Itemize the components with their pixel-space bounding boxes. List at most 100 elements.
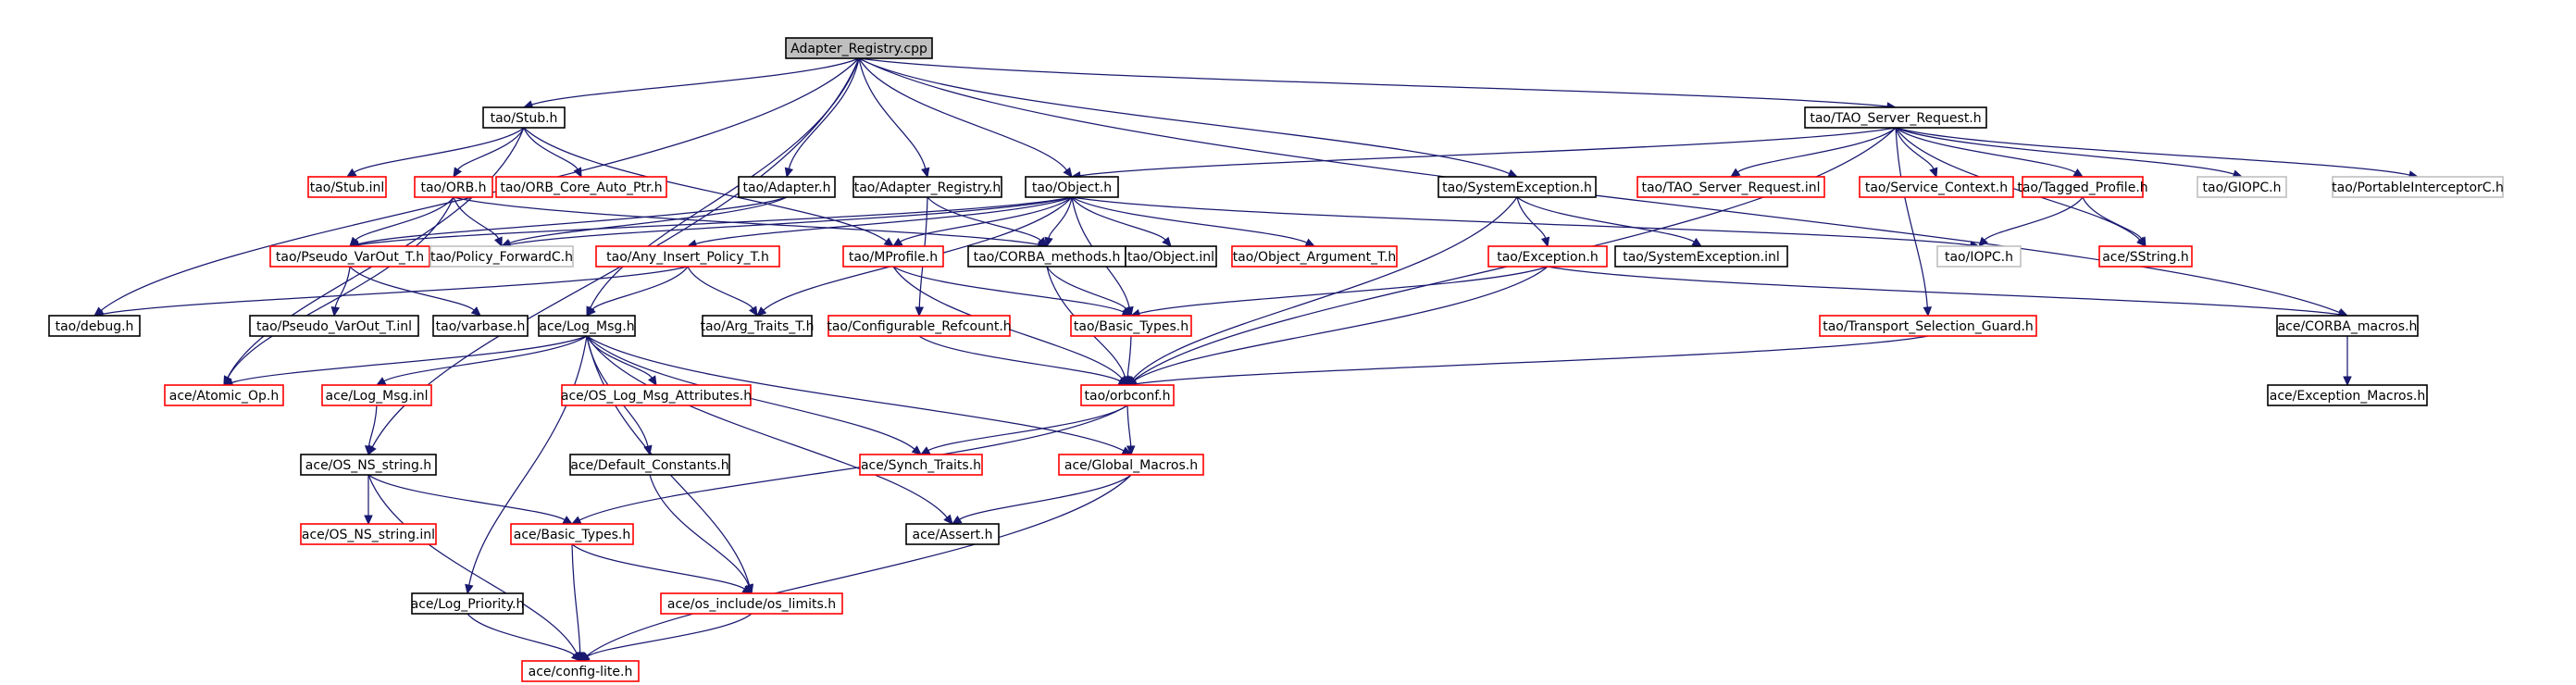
node-corbameth[interactable]: tao/CORBA_methods.h — [967, 245, 1126, 268]
node-label: tao/Adapter_Registry.h — [854, 181, 1002, 195]
node-pvarout[interactable]: tao/Pseudo_VarOut_T.h — [269, 245, 430, 268]
edge-arrowhead — [2137, 236, 2147, 248]
node-box — [269, 245, 430, 268]
node-atomic[interactable]: ace/Atomic_Op.h — [164, 384, 284, 406]
node-objinl[interactable]: tao/Object.inl — [1125, 245, 1217, 268]
node-defconst[interactable]: ace/Default_Constants.h — [569, 454, 730, 476]
node-sysexc[interactable]: tao/SystemException.h — [1437, 176, 1597, 198]
node-exception[interactable]: tao/Exception.h — [1487, 245, 1608, 268]
node-oslimits[interactable]: ace/os_include/os_limits.h — [660, 592, 843, 615]
node-label: tao/Exception.h — [1497, 250, 1599, 265]
node-basictypes_tao[interactable]: tao/Basic_Types.h — [1070, 315, 1192, 337]
node-stubinl[interactable]: tao/Stub.inl — [307, 176, 387, 198]
node-anyins[interactable]: tao/Any_Insert_Policy_T.h — [595, 245, 780, 268]
edge-tsr-to-transsel — [1895, 127, 1933, 318]
edge-corbameth-to-basictypes_tao — [1046, 266, 1132, 317]
node-adapter[interactable]: tao/Adapter.h — [738, 176, 836, 198]
edge-root-to-object — [858, 57, 1073, 178]
node-stub[interactable]: tao/Stub.h — [482, 106, 566, 129]
node-osns[interactable]: ace/OS_NS_string.h — [300, 454, 437, 476]
node-object[interactable]: tao/Object.h — [1025, 176, 1119, 198]
node-logmsginl[interactable]: ace/Log_Msg.inl — [321, 384, 432, 406]
edge-object-to-corbameth — [1044, 196, 1073, 248]
node-transsel[interactable]: tao/Transport_Selection_Guard.h — [1819, 315, 2037, 337]
edge-oslimits-to-configlite — [579, 613, 753, 662]
node-label: tao/ORB.h — [420, 181, 486, 195]
edge-line — [1046, 266, 1127, 310]
node-globmac[interactable]: ace/Global_Macros.h — [1058, 454, 1204, 476]
node-orbconf[interactable]: tao/orbconf.h — [1080, 384, 1175, 406]
node-synch[interactable]: ace/Synch_Traits.h — [859, 454, 983, 476]
node-svcctx[interactable]: tao/Service_Context.h — [1859, 176, 2014, 198]
edge-mprofile-to-basictypes_tao — [892, 266, 1133, 317]
node-tsrinl[interactable]: tao/TAO_Server_Request.inl — [1636, 176, 1825, 198]
edge-line — [102, 266, 689, 315]
node-giopc[interactable]: tao/GIOPC.h — [2196, 176, 2287, 198]
node-box — [510, 523, 634, 545]
node-tagprof[interactable]: tao/Tagged_Profile.h — [2017, 176, 2148, 198]
node-orb[interactable]: tao/ORB.h — [414, 176, 493, 198]
edge-line — [1071, 196, 1308, 243]
node-confref[interactable]: tao/Configurable_Refcount.h — [827, 315, 1012, 337]
edge-arrowhead — [883, 237, 894, 247]
edge-line — [1126, 335, 1132, 378]
edge-line — [927, 405, 1128, 452]
node-osnsinl[interactable]: ace/OS_NS_string.inl — [300, 523, 437, 545]
node-configlite[interactable]: ace/config-lite.h — [521, 660, 640, 682]
node-tsr[interactable]: tao/TAO_Server_Request.h — [1804, 106, 1987, 129]
edge-line — [334, 266, 351, 308]
edge-arrowhead — [748, 305, 758, 318]
edge-arrowhead — [1729, 168, 1741, 178]
node-orbcore[interactable]: tao/ORB_Core_Auto_Ptr.h — [495, 176, 667, 198]
node-logprio[interactable]: ace/Log_Priority.h — [411, 592, 525, 615]
edge-line — [586, 474, 1132, 656]
node-mprofile[interactable]: tao/MProfile.h — [842, 245, 944, 268]
node-pvaroutinl[interactable]: tao/Pseudo_VarOut_T.inl — [249, 315, 419, 337]
edge-logmsg-to-assert — [586, 335, 953, 525]
node-basictypes_ace[interactable]: ace/Basic_Types.h — [510, 523, 634, 545]
node-label: ace/Synch_Traits.h — [861, 458, 981, 473]
node-corbamacros[interactable]: ace/CORBA_macros.h — [2276, 315, 2419, 337]
edge-line — [357, 196, 788, 245]
edge-arrowhead — [330, 305, 341, 318]
edge-line — [523, 127, 888, 243]
edge-line — [467, 613, 575, 656]
node-box — [1231, 245, 1398, 268]
edge-line — [695, 196, 1073, 245]
node-assert[interactable]: ace/Assert.h — [905, 523, 1000, 545]
node-argtraits[interactable]: tao/Arg_Traits_T.h — [700, 315, 815, 337]
edge-line — [586, 335, 915, 450]
edge-arrowhead — [453, 167, 463, 179]
edge-tsr-to-object — [1070, 127, 1897, 181]
node-adreg[interactable]: tao/Adapter_Registry.h — [852, 176, 1002, 198]
node-label: ace/OS_NS_string.inl — [302, 528, 435, 542]
edge-tsr-to-giopc — [1895, 127, 2244, 179]
node-box — [538, 315, 636, 337]
node-debug[interactable]: tao/debug.h — [48, 315, 141, 337]
edge-logmsg-to-synch — [586, 335, 922, 455]
edge-arrowhead — [1540, 236, 1550, 248]
node-varbase[interactable]: tao/varbase.h — [432, 315, 529, 337]
edge-object-to-objarg — [1071, 196, 1316, 247]
edge-basictypes_ace-to-oslimits — [571, 543, 753, 594]
node-polfwd[interactable]: tao/Policy_ForwardC.h — [429, 245, 574, 268]
node-logmsg[interactable]: ace/Log_Msg.h — [538, 315, 636, 337]
edges-layer — [93, 57, 2420, 663]
node-sstring[interactable]: ace/SString.h — [2098, 245, 2193, 268]
node-label: tao/Object.h — [1032, 181, 1112, 195]
node-sysexcinl[interactable]: tao/SystemException.inl — [1614, 245, 1788, 268]
edge-line — [1079, 127, 1897, 177]
node-iopc[interactable]: tao/IOPC.h — [1936, 245, 2022, 268]
edge-arrowhead — [470, 306, 481, 317]
node-objarg[interactable]: tao/Object_Argument_T.h — [1231, 245, 1398, 268]
node-excmacros[interactable]: ace/Exception_Macros.h — [2267, 384, 2428, 406]
node-oslogattr[interactable]: ace/OS_Log_Msg_Attributes.h — [561, 384, 752, 406]
node-box — [905, 523, 1000, 545]
node-label: tao/Object.inl — [1127, 250, 1214, 265]
node-pic[interactable]: tao/PortableInterceptorC.h — [2332, 176, 2504, 198]
node-label: tao/Service_Context.h — [1865, 181, 2008, 195]
edge-line — [357, 196, 1073, 246]
edge-arrowhead — [1123, 376, 1133, 387]
node-label: tao/Tagged_Profile.h — [2017, 181, 2147, 195]
